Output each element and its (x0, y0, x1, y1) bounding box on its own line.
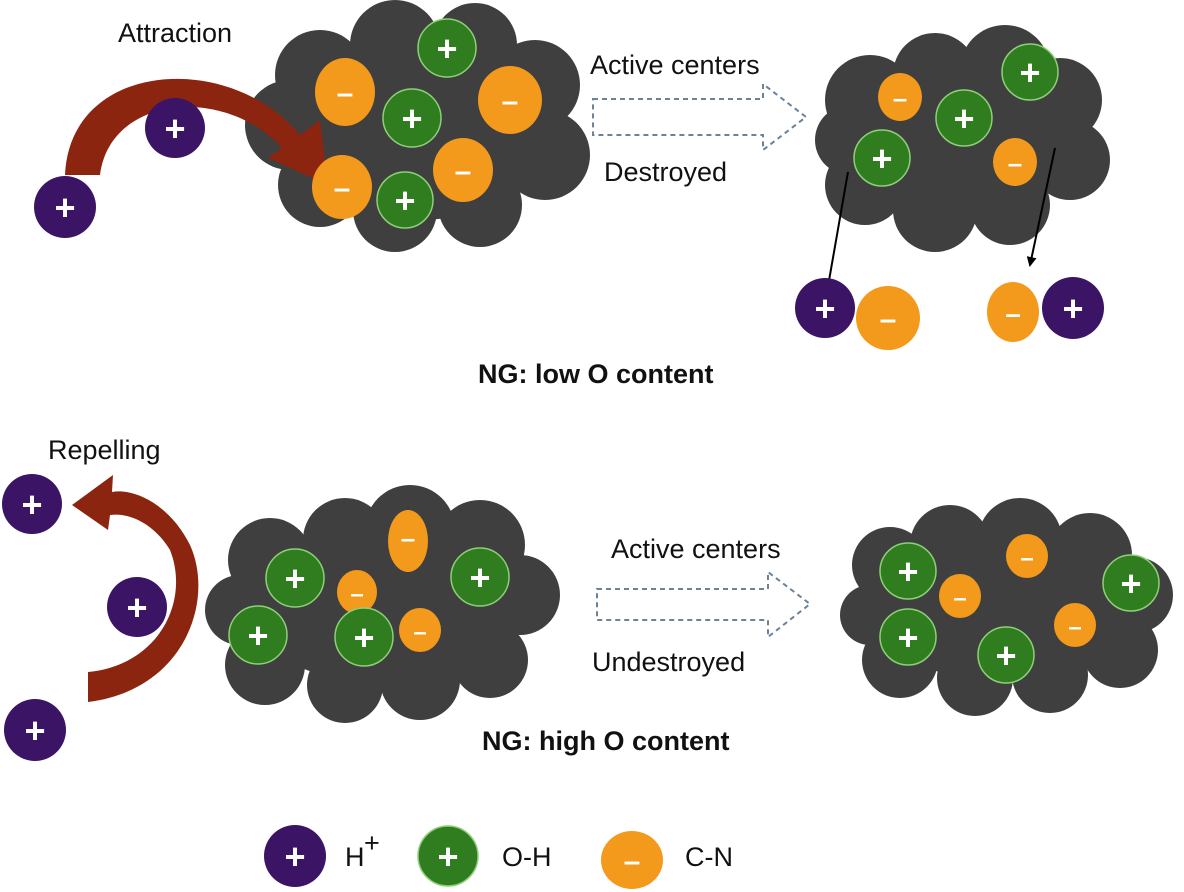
h-ion: + (4, 699, 66, 761)
svg-text:–: – (334, 172, 351, 205)
svg-text:+: + (953, 98, 974, 139)
svg-text:–: – (953, 585, 966, 612)
svg-text:–: – (502, 85, 519, 118)
h-ion: + (795, 278, 855, 338)
cloud-bottom-left (205, 485, 560, 723)
svg-text:+: + (284, 836, 305, 877)
svg-text:+: + (1062, 288, 1083, 329)
cn-group: – (433, 138, 493, 202)
legend-label-h: H (345, 842, 365, 872)
cn-group: – (478, 66, 542, 134)
cn-group: – (993, 138, 1037, 186)
svg-text:+: + (54, 187, 75, 228)
svg-text:+: + (469, 557, 490, 598)
svg-text:–: – (1020, 545, 1033, 572)
cn-group: – (1006, 534, 1048, 578)
svg-text:+: + (21, 484, 42, 525)
svg-text:+: + (437, 836, 458, 877)
svg-text:+: + (897, 551, 918, 592)
legend-item-cn: – C-N (601, 831, 733, 889)
legend: + H + + O-H – C-N (264, 825, 733, 889)
svg-text:–: – (401, 523, 415, 553)
cn-group: – (399, 608, 441, 652)
oh-group: + (228, 605, 288, 665)
active-centers-label-top: Active centers (590, 50, 760, 80)
detach-line-left (823, 171, 849, 294)
dashed-arrow-bottom (596, 569, 812, 640)
svg-text:+: + (436, 28, 457, 69)
svg-text:+: + (897, 617, 918, 658)
svg-text:–: – (413, 619, 426, 646)
cn-group: – (388, 510, 428, 572)
cn-group: – (878, 73, 922, 121)
svg-text:–: – (1005, 298, 1021, 329)
cn-group: – (337, 570, 377, 614)
oh-group: + (853, 129, 911, 187)
svg-text:+: + (995, 635, 1016, 676)
active-centers-label-bottom: Active centers (611, 534, 781, 564)
svg-text:–: – (1008, 148, 1022, 178)
svg-text:–: – (350, 581, 363, 608)
legend-item-h: + H + (264, 825, 380, 887)
oh-group: + (334, 607, 394, 667)
destroyed-label: Destroyed (604, 157, 727, 187)
oh-group: + (1001, 43, 1059, 101)
svg-text:+: + (871, 138, 892, 179)
legend-label-oh: O-H (502, 842, 552, 872)
svg-text:+: + (126, 587, 147, 628)
svg-text:+: + (814, 288, 835, 329)
oh-group: + (879, 542, 937, 600)
oh-group: + (450, 547, 510, 607)
repelling-label: Repelling (48, 435, 161, 465)
h-ion: + (107, 577, 167, 637)
cn-group: – (987, 282, 1039, 342)
svg-text:+: + (353, 617, 374, 658)
oh-group: + (265, 548, 325, 608)
cn-group: – (312, 155, 372, 219)
oh-group: + (977, 626, 1035, 684)
legend-item-oh: + O-H (417, 825, 552, 887)
svg-text:+: + (24, 710, 45, 751)
attraction-arrow (65, 78, 328, 185)
svg-text:+: + (401, 98, 422, 139)
svg-text:–: – (624, 845, 641, 878)
svg-text:+: + (284, 558, 305, 599)
undestroyed-label: Undestroyed (592, 647, 745, 677)
cn-group: – (1054, 603, 1096, 647)
dashed-arrow-top (592, 81, 808, 153)
cn-group: – (856, 286, 920, 350)
svg-text:–: – (337, 77, 354, 110)
cn-group: – (939, 574, 981, 618)
svg-text:–: – (1068, 614, 1081, 641)
svg-text:–: – (893, 83, 907, 113)
h-ion: + (1042, 277, 1104, 339)
h-ion: + (34, 176, 96, 238)
oh-group: + (382, 88, 442, 148)
h-ion: + (145, 98, 205, 158)
oh-group: + (1102, 554, 1160, 612)
cn-group: – (315, 58, 375, 126)
svg-text:+: + (164, 108, 185, 149)
legend-label-cn: C-N (685, 842, 733, 872)
svg-text:+: + (394, 180, 415, 221)
detach-line-right (1026, 147, 1056, 267)
h-ion: + (2, 474, 62, 534)
oh-group: + (417, 18, 477, 78)
repelling-arrow (72, 475, 199, 702)
title-high-o: NG: high O content (482, 726, 729, 756)
svg-text:+: + (247, 615, 268, 656)
svg-text:+: + (1120, 563, 1141, 604)
svg-text:+: + (1019, 52, 1040, 93)
oh-group: + (935, 89, 993, 147)
oh-group: + (879, 608, 937, 666)
svg-text:–: – (455, 155, 472, 188)
legend-superscript-h: + (364, 828, 380, 858)
title-low-o: NG: low O content (478, 359, 714, 389)
oh-group: + (376, 171, 434, 229)
attraction-label: Attraction (118, 18, 232, 48)
svg-text:–: – (880, 303, 897, 336)
